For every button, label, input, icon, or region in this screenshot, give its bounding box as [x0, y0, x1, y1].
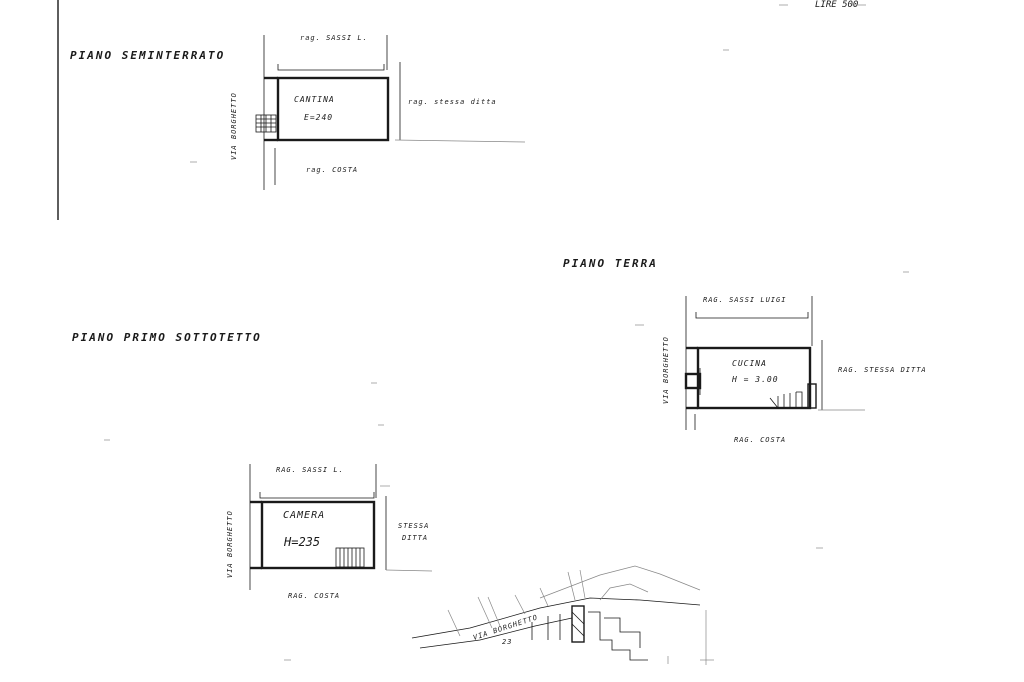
- site-hatch: [514, 594, 526, 615]
- attic-bottom-neighbor: RAG. COSTA: [288, 592, 340, 600]
- ground-neighbor-boundary: [695, 312, 809, 319]
- attic-stairs: [335, 547, 365, 568]
- ground-bottom-neighbor: RAG. COSTA: [734, 436, 786, 444]
- basement-room-name: CANTINA: [294, 95, 335, 104]
- ground-room-cucina: [696, 346, 812, 410]
- site-building-hatch: [571, 611, 585, 625]
- site-buildings: [588, 611, 648, 661]
- ground-street-label: VIA BORGHETTO: [662, 336, 670, 404]
- ground-title: PIANO TERRA: [563, 257, 658, 270]
- site-hatch: [447, 609, 461, 637]
- basement-neighbor-boundary: [277, 64, 385, 71]
- attic-street-label: VIA BORGHETTO: [226, 510, 234, 578]
- ground-room-name: CUCINA: [732, 359, 767, 368]
- basement-top-neighbor: rag. SASSI L.: [300, 34, 368, 42]
- basement-room-height: E=240: [304, 113, 333, 122]
- basement-neighbor-boundary: [394, 139, 526, 143]
- attic-room-height: H=235: [283, 535, 320, 549]
- basement-stairs: [255, 114, 277, 133]
- basement-street-label: VIA BORGHETTO: [230, 92, 238, 160]
- site-street-edge: [419, 617, 573, 649]
- site-building-hatch: [571, 623, 585, 637]
- ground-wall-jamb: [807, 383, 817, 409]
- site-building-parcel: [571, 605, 585, 643]
- site-location-map: VIA BORGHETTO 23: [411, 565, 714, 665]
- basement-title: PIANO SEMINTERRATO: [70, 49, 225, 62]
- ground-top-neighbor: RAG. SASSI LUIGI: [703, 296, 786, 304]
- ground-stairs: [769, 391, 803, 409]
- attic-neighbor-boundary: [385, 569, 433, 572]
- basement-room-cantina: [276, 76, 390, 142]
- attic-top-neighbor: RAG. SASSI L.: [276, 466, 344, 474]
- site-hatch: [487, 596, 501, 627]
- attic-room-camera: [260, 500, 376, 570]
- attic-right-neighbor: STESSA: [398, 522, 429, 530]
- attic-neighbor-boundary: [259, 492, 375, 499]
- attic-plan: PIANO PRIMO SOTTOTETTO CAMERA H=235 RAG.…: [72, 331, 433, 600]
- site-hatch: [539, 587, 549, 607]
- attic-room-name: CAMERA: [283, 510, 325, 521]
- ground-floor-plan: PIANO TERRA CUCINA H = 3.00 RAG. SASSI L…: [563, 257, 927, 444]
- site-street-edge: [411, 597, 701, 639]
- ground-right-neighbor: RAG. STESSA DITTA: [838, 366, 927, 374]
- ground-room-height: H = 3.00: [731, 375, 779, 384]
- stamp-text: LIRE 500: [815, 0, 858, 10]
- site-contour: [599, 583, 649, 601]
- basement-right-neighbor: rag. stessa ditta: [408, 98, 497, 106]
- site-buildings: [531, 614, 561, 640]
- basement-plan: PIANO SEMINTERRATO CANTINA E=240 rag. SA…: [70, 34, 526, 190]
- basement-bottom-neighbor: rag. COSTA: [306, 166, 358, 174]
- site-hatch: [477, 596, 493, 629]
- site-hatch: [579, 569, 586, 599]
- attic-right-neighbor: DITTA: [401, 534, 428, 542]
- attic-title: PIANO PRIMO SOTTOTETTO: [72, 331, 262, 344]
- site-buildings: [604, 617, 641, 648]
- site-house-number: 23: [502, 638, 512, 646]
- site-contour: [539, 565, 701, 599]
- site-hatch: [567, 571, 576, 601]
